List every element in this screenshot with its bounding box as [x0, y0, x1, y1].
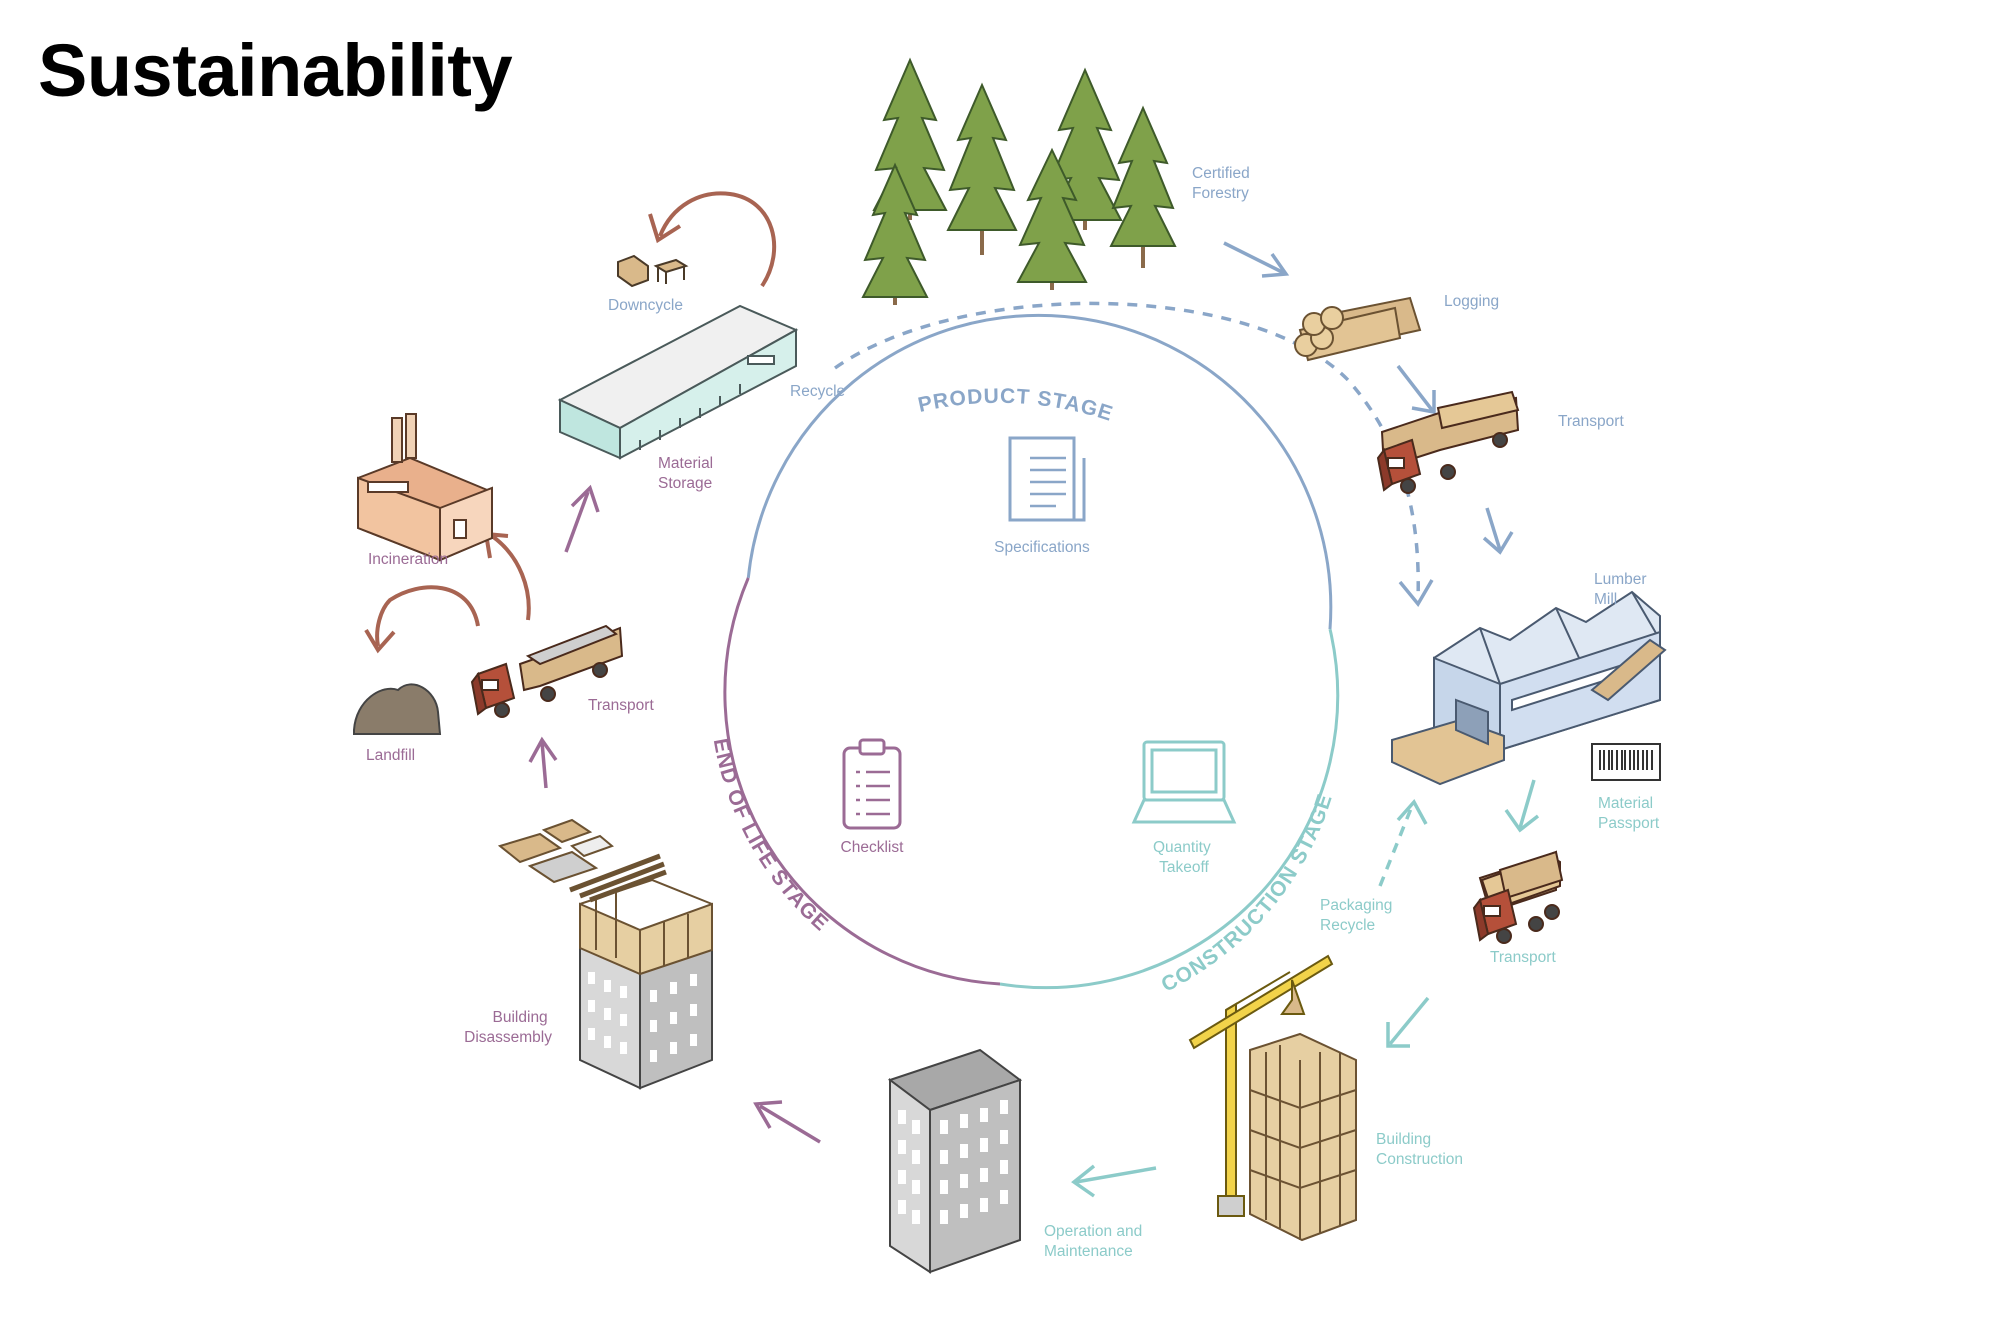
end-of-life-stage-label: END OF LIFE STAGE [709, 737, 832, 936]
flow-arrow [564, 484, 600, 553]
mill-icon [1391, 590, 1667, 786]
downcycle-arrow [483, 531, 531, 621]
building-disassembly-label: Building Disassembly [464, 1009, 552, 1046]
warehouse-icon [557, 304, 799, 460]
end-of-life-stage-arc [723, 577, 1001, 986]
material-passport-label: Material Passport [1598, 795, 1660, 832]
flow-arrow [1223, 241, 1290, 278]
svg-text:PRODUCT STAGE: PRODUCT STAGE [916, 385, 1116, 426]
logs-icon [1294, 296, 1422, 362]
flow-arrow [1482, 507, 1514, 555]
furniture-icon [617, 254, 689, 288]
checklist-label: Checklist [841, 839, 905, 856]
office-building-icon [887, 1048, 1023, 1274]
specifications-label: Specifications [994, 539, 1090, 556]
truck-icon [1376, 390, 1520, 494]
factory-icon [357, 413, 493, 562]
office-building-icon [579, 878, 713, 1090]
material-storage-label: Material Storage [658, 455, 717, 492]
packaging-recycle-label: Packaging Recycle [1320, 897, 1397, 934]
transport-construction-label: Transport [1490, 949, 1556, 966]
quantity-takeoff-label: Quantity Takeoff [1153, 839, 1215, 876]
clipboard-icon [842, 738, 902, 830]
crane-icon [1188, 954, 1334, 1217]
stage-ring [723, 313, 1340, 990]
flow-arrow [753, 1100, 821, 1144]
transport-product-label: Transport [1558, 413, 1624, 430]
flow-arrow [1396, 364, 1436, 415]
timber-frame-icon [1249, 1032, 1357, 1242]
trees-icon [861, 57, 1177, 305]
landfill-label: Landfill [366, 747, 415, 764]
product-stage-label: PRODUCT STAGE [916, 385, 1115, 426]
laptop-icon [1131, 740, 1237, 824]
document-icon [1008, 436, 1086, 522]
construction-stage-arc [999, 628, 1340, 990]
landfill-icon [353, 683, 442, 735]
operation-maintenance-label: Operation and Maintenance [1044, 1223, 1147, 1260]
svg-text:END OF LIFE STAGE: END OF LIFE STAGE [709, 737, 833, 936]
downcycle-arrow [364, 585, 480, 654]
flow-arrow [1386, 996, 1430, 1048]
flow-arrow [528, 736, 558, 789]
transport-end-label: Transport [588, 697, 654, 714]
flow-arrow [1071, 1164, 1157, 1198]
truck-icon [470, 624, 624, 718]
logging-label: Logging [1444, 293, 1499, 310]
building-construction-label: Building Construction [1376, 1131, 1463, 1168]
lumber-mill-label: Lumber Mill [1594, 571, 1651, 608]
product-stage-arc [746, 313, 1333, 630]
packaging-recycle-arrow [1378, 805, 1414, 887]
certified-forestry-label: Certified Forestry [1192, 165, 1254, 202]
disassembly-parts-icon [497, 818, 667, 903]
downcycle-label: Downcycle [608, 297, 683, 314]
incineration-label: Incineration [368, 551, 448, 568]
barcode-icon [1591, 743, 1661, 781]
downcycle-arrow [648, 191, 777, 288]
flow-arrow [1504, 779, 1540, 833]
truck-icon [1472, 850, 1564, 944]
page-title: Sustainability [38, 29, 513, 112]
recycle-label: Recycle [790, 383, 845, 400]
